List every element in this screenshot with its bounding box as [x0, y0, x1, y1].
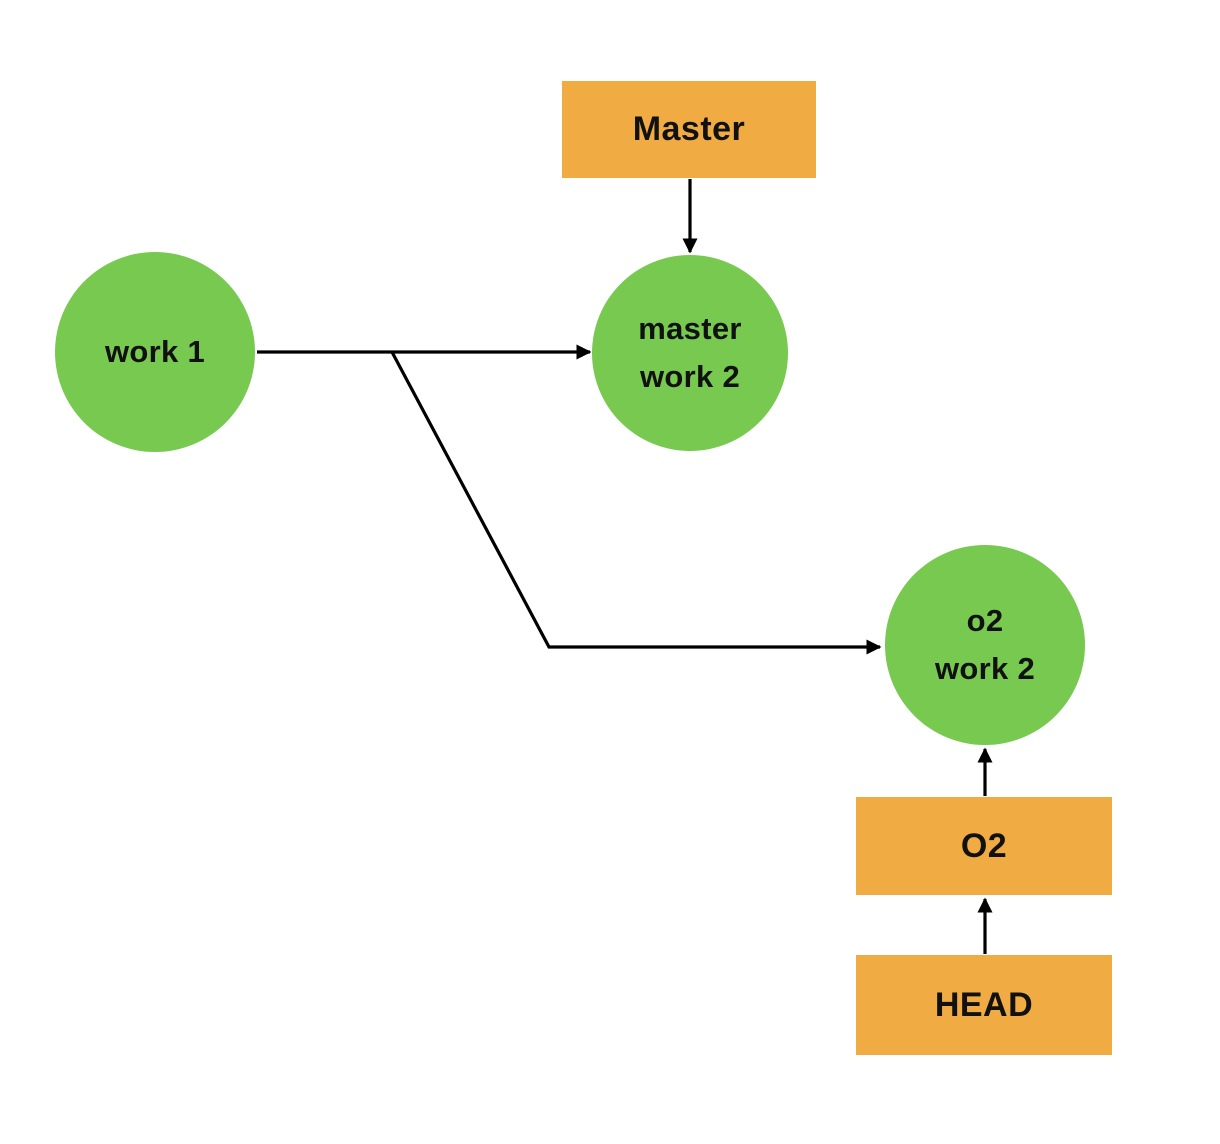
master-work2-label-line2: work 2	[639, 359, 740, 394]
o2-work2-label-line2: work 2	[934, 651, 1035, 686]
head-pointer-box: HEAD	[856, 955, 1112, 1055]
o2-work2-label-line1: o2	[966, 602, 1004, 638]
master-pointer-box: Master	[562, 81, 816, 178]
o2-pointer-box: O2	[856, 797, 1112, 895]
o2-work2-commit-circle: o2 work 2	[885, 545, 1085, 745]
head-pointer-label: HEAD	[934, 985, 1034, 1024]
master-work2-commit-circle: master work 2	[592, 255, 788, 451]
o2-pointer-label: O2	[960, 826, 1008, 865]
work1-commit-circle: work 1	[55, 252, 255, 452]
master-work2-label-line1: master	[638, 310, 742, 346]
work1-label: work 1	[104, 333, 205, 369]
master-pointer-label: Master	[632, 110, 746, 148]
